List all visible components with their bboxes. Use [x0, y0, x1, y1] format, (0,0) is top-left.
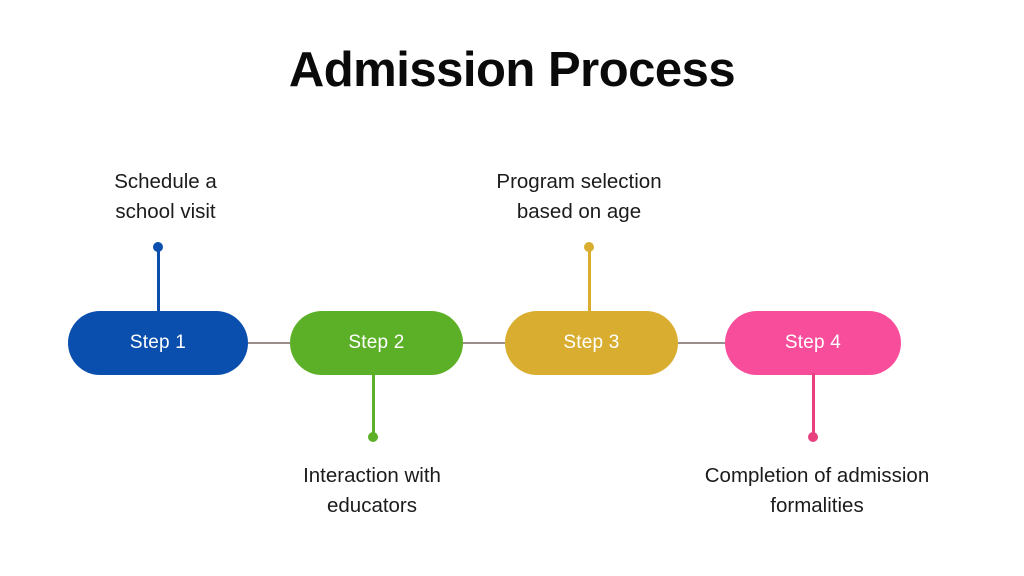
step-1-description-line-2: school visit: [115, 200, 216, 224]
step-4-description: Completion of admission formalities: [672, 461, 962, 522]
step-4-connector-stem: [811, 373, 815, 437]
step-1-description-line-1: Schedule a: [114, 170, 217, 193]
step-1-connector-stem: [156, 247, 160, 313]
step-3-description: Program selection based on age: [458, 167, 700, 228]
step-4-pill[interactable]: Step 4: [725, 311, 901, 375]
step-4-connector-dot: [808, 432, 818, 442]
step-4-description-line-1: Completion of admission: [704, 464, 930, 487]
step-2-description-line-1: Interaction with: [303, 464, 441, 487]
step-2-connector-stem: [371, 373, 375, 437]
step-1-pill[interactable]: Step 1: [68, 311, 248, 375]
connector-rail-1-2: [248, 342, 290, 344]
step-1-pill-label: Step 1: [129, 332, 187, 353]
step-2-pill[interactable]: Step 2: [290, 311, 463, 375]
step-1-description: Schedule a school visit: [63, 167, 268, 228]
step-3-description-line-2: based on age: [516, 200, 642, 224]
step-2-pill-label: Step 2: [348, 332, 405, 353]
step-4-pill-label: Step 4: [784, 332, 842, 353]
step-2-description: Interaction with educators: [263, 461, 481, 522]
page-title: Admission Process: [288, 43, 736, 97]
connector-rail-2-3: [463, 342, 505, 344]
step-2-connector-dot: [368, 432, 378, 442]
step-2-description-line-2: educators: [326, 494, 418, 518]
step-3-pill-label: Step 3: [563, 332, 620, 353]
step-4-description-line-2: formalities: [770, 494, 864, 518]
step-3-pill[interactable]: Step 3: [505, 311, 678, 375]
step-3-connector-stem: [587, 247, 591, 313]
connector-rail-3-4: [678, 342, 725, 344]
step-3-description-line-1: Program selection: [496, 170, 662, 193]
